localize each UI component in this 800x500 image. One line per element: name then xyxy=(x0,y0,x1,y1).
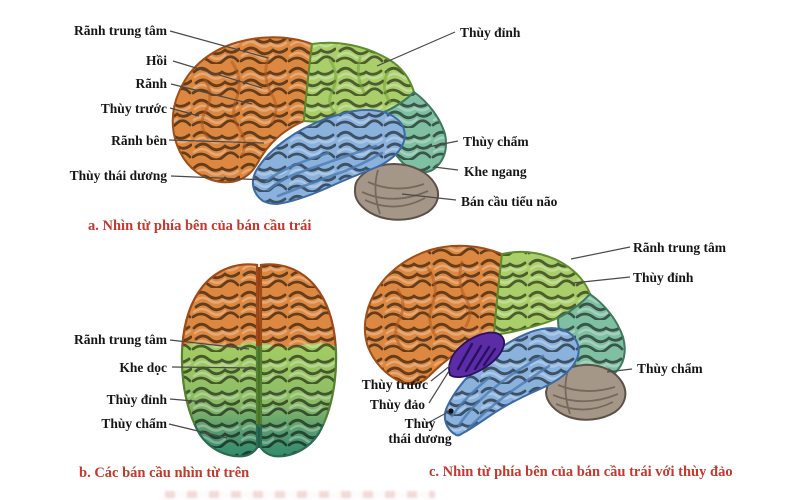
label-a-thuy-thai-duong: Thùy thái dương xyxy=(69,168,167,183)
panel-b-brain xyxy=(180,263,338,458)
label-a-thuy-cham: Thùy chẩm xyxy=(463,134,529,149)
insula-c xyxy=(448,331,506,379)
label-c-ranh-trung-tam: Rãnh trung tâm xyxy=(633,240,727,255)
panel-c-brain xyxy=(363,244,627,437)
label-a-ranh: Rãnh xyxy=(135,76,167,91)
label-c-thuy-thai-duong: Thùy thái dương xyxy=(380,416,460,446)
label-a-ranh-trung-tam: Rãnh trung tâm xyxy=(73,23,167,38)
leader-lines xyxy=(168,30,633,439)
cerebellum-a xyxy=(354,163,440,221)
label-a-ban-cau-tieu-nao: Bán cầu tiểu não xyxy=(461,194,558,209)
caption-panel-c: c. Nhìn từ phía bên của bán cầu trái với… xyxy=(429,464,733,480)
label-c-thuy-thai-duong-line2: thái dương xyxy=(388,431,452,446)
label-a-thuy-truoc: Thùy trước xyxy=(100,101,167,116)
temporal-lobe-c xyxy=(443,327,580,437)
label-b-thuy-cham: Thùy chẩm xyxy=(101,416,167,431)
caption-panel-b: b. Các bán cầu nhìn từ trên xyxy=(79,465,250,481)
caption-panel-a: a. Nhìn từ phía bên của bán cầu trái xyxy=(88,218,312,234)
label-c-thuy-dinh: Thùy đỉnh xyxy=(633,270,694,285)
label-c-thuy-thai-duong-line1: Thùy xyxy=(404,416,436,431)
label-a-thuy-dinh: Thùy đỉnh xyxy=(460,25,521,40)
label-b-khe-doc: Khe dọc xyxy=(119,360,167,375)
label-a-ranh-ben: Rãnh bên xyxy=(111,133,167,148)
parietal-lobe-a xyxy=(303,41,415,123)
longitudinal-fissure xyxy=(256,266,261,346)
label-c-thuy-dao: Thùy đảo xyxy=(369,397,425,412)
label-a-hoi: Hồi xyxy=(145,53,167,68)
label-b-thuy-dinh: Thùy đỉnh xyxy=(106,392,167,407)
panel-a-brain xyxy=(171,36,447,221)
label-b-ranh-trung-tam: Rãnh trung tâm xyxy=(73,332,167,347)
temporal-pointer-dot xyxy=(448,408,454,414)
cropped-caption-remnant xyxy=(165,491,435,498)
cerebellum-c xyxy=(545,363,627,421)
label-a-khe-ngang: Khe ngang xyxy=(464,164,527,179)
frontal-lobe-c xyxy=(363,244,503,386)
temporal-lobe-a xyxy=(251,109,406,205)
label-c-thuy-cham: Thùy chẩm xyxy=(637,361,703,376)
label-c-thuy-truoc: Thùy trước xyxy=(361,377,428,392)
